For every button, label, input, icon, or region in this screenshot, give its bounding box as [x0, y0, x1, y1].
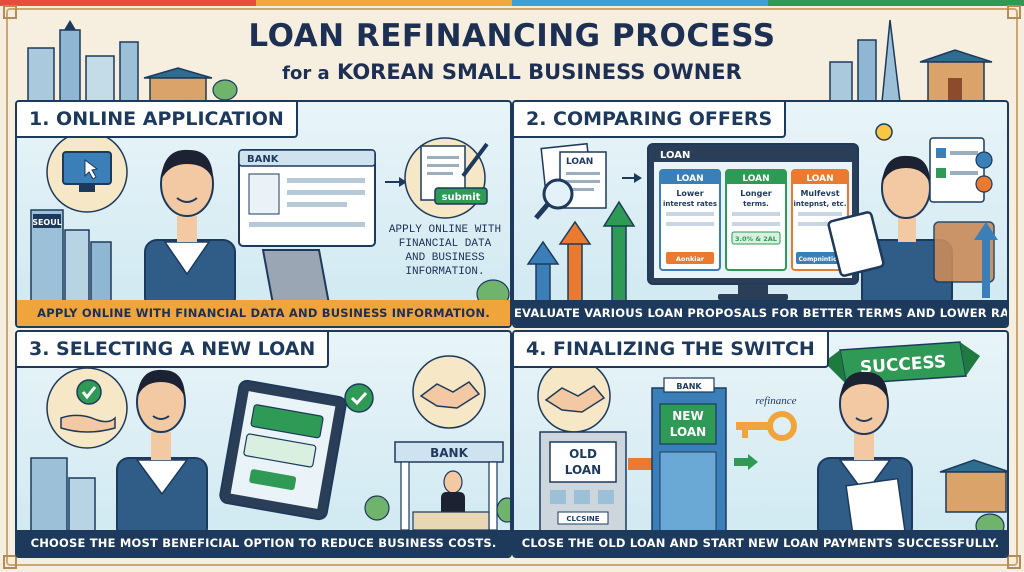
frame-corner-ornament [1007, 555, 1021, 569]
top-color-strip [0, 0, 1024, 6]
card-button: 3.0% & 2AL [735, 235, 777, 243]
panel-heading: 1. ONLINE APPLICATION [17, 102, 298, 138]
loan-doc-label: LOAN [566, 157, 593, 167]
panel-comparing-offers: LOAN LOAN LOAN Lower interest rates Aonk… [512, 100, 1009, 328]
panel-heading: 3. SELECTING A NEW LOAN [17, 332, 330, 368]
bank-sign: BANK [676, 382, 702, 391]
subtitle-prefix: for a [282, 63, 330, 84]
frame-corner-ornament [3, 5, 17, 19]
panel-selecting-new-loan: BANK 3. SELECTING A NEW LOAN CHOOSE THE … [15, 330, 512, 558]
panel-caption: EVALUATE VARIOUS LOAN PROPOSALS FOR BETT… [514, 300, 1007, 326]
card-tag: LOAN [676, 174, 703, 184]
card-line: terms. [743, 200, 769, 208]
bank-sign: BANK [430, 446, 468, 460]
card-line: Lower [676, 189, 703, 198]
refinance-tag: refinance [755, 395, 796, 407]
note-line: APPLY ONLINE WITH [389, 224, 501, 236]
closing-sign: CLCSINE [566, 515, 599, 523]
card-line: intepnst, etc. [794, 200, 847, 208]
main-title: LOAN REFINANCING PROCESS [248, 18, 776, 54]
city-label: SEOUL [32, 218, 62, 227]
note-line: INFORMATION. [405, 266, 484, 278]
browser-title: BANK [247, 154, 280, 165]
new-loan-text: NEW [672, 409, 703, 423]
right-skyline-illustration [829, 19, 993, 102]
frame-corner-ornament [3, 555, 17, 569]
card-line: Longer [740, 189, 771, 198]
card-line: interest rates [663, 200, 717, 208]
finalizing-switch-scene: SUCCESS OLD LOAN CLCSINE BANK NEW LOAN [537, 341, 1007, 545]
comparing-offers-scene: LOAN LOAN LOAN Lower interest rates Aonk… [526, 123, 998, 311]
panel-online-application: SEOUL BANK [15, 100, 512, 328]
subtitle: for a KOREAN SMALL BUSINESS OWNER [0, 60, 1024, 84]
online-application-scene: SEOUL BANK [30, 131, 510, 311]
card-line: Mulfevst [800, 189, 839, 198]
panel-caption: CLOSE THE OLD LOAN AND START NEW LOAN PA… [514, 530, 1007, 556]
panel-finalizing-switch: SUCCESS OLD LOAN CLCSINE BANK NEW LOAN [512, 330, 1009, 558]
left-skyline-illustration [27, 20, 238, 102]
submit-label: submit [442, 192, 481, 203]
panel-caption: CHOOSE THE MOST BENEFICIAL OPTION TO RED… [17, 530, 510, 556]
note-line: AND BUSINESS [405, 252, 485, 264]
panel-heading: 4. FINALIZING THE SWITCH [514, 332, 829, 368]
monitor-title: LOAN [660, 150, 690, 161]
selecting-new-loan-scene: BANK [30, 355, 510, 541]
card-button: Compnintion [799, 256, 842, 263]
card-tag: LOAN [806, 174, 833, 184]
old-loan-text: OLD [569, 447, 597, 461]
panel-heading: 2. COMPARING OFFERS [514, 102, 787, 138]
card-button: Aonkiar [676, 255, 705, 263]
panel-caption: APPLY ONLINE WITH FINANCIAL DATA AND BUS… [17, 300, 510, 326]
subtitle-main: KOREAN SMALL BUSINESS OWNER [336, 60, 742, 84]
card-tag: LOAN [742, 174, 769, 184]
old-loan-text: LOAN [565, 463, 601, 477]
frame-corner-ornament [1007, 5, 1021, 19]
new-loan-text: LOAN [670, 425, 706, 439]
note-line: FINANCIAL DATA [399, 238, 492, 250]
